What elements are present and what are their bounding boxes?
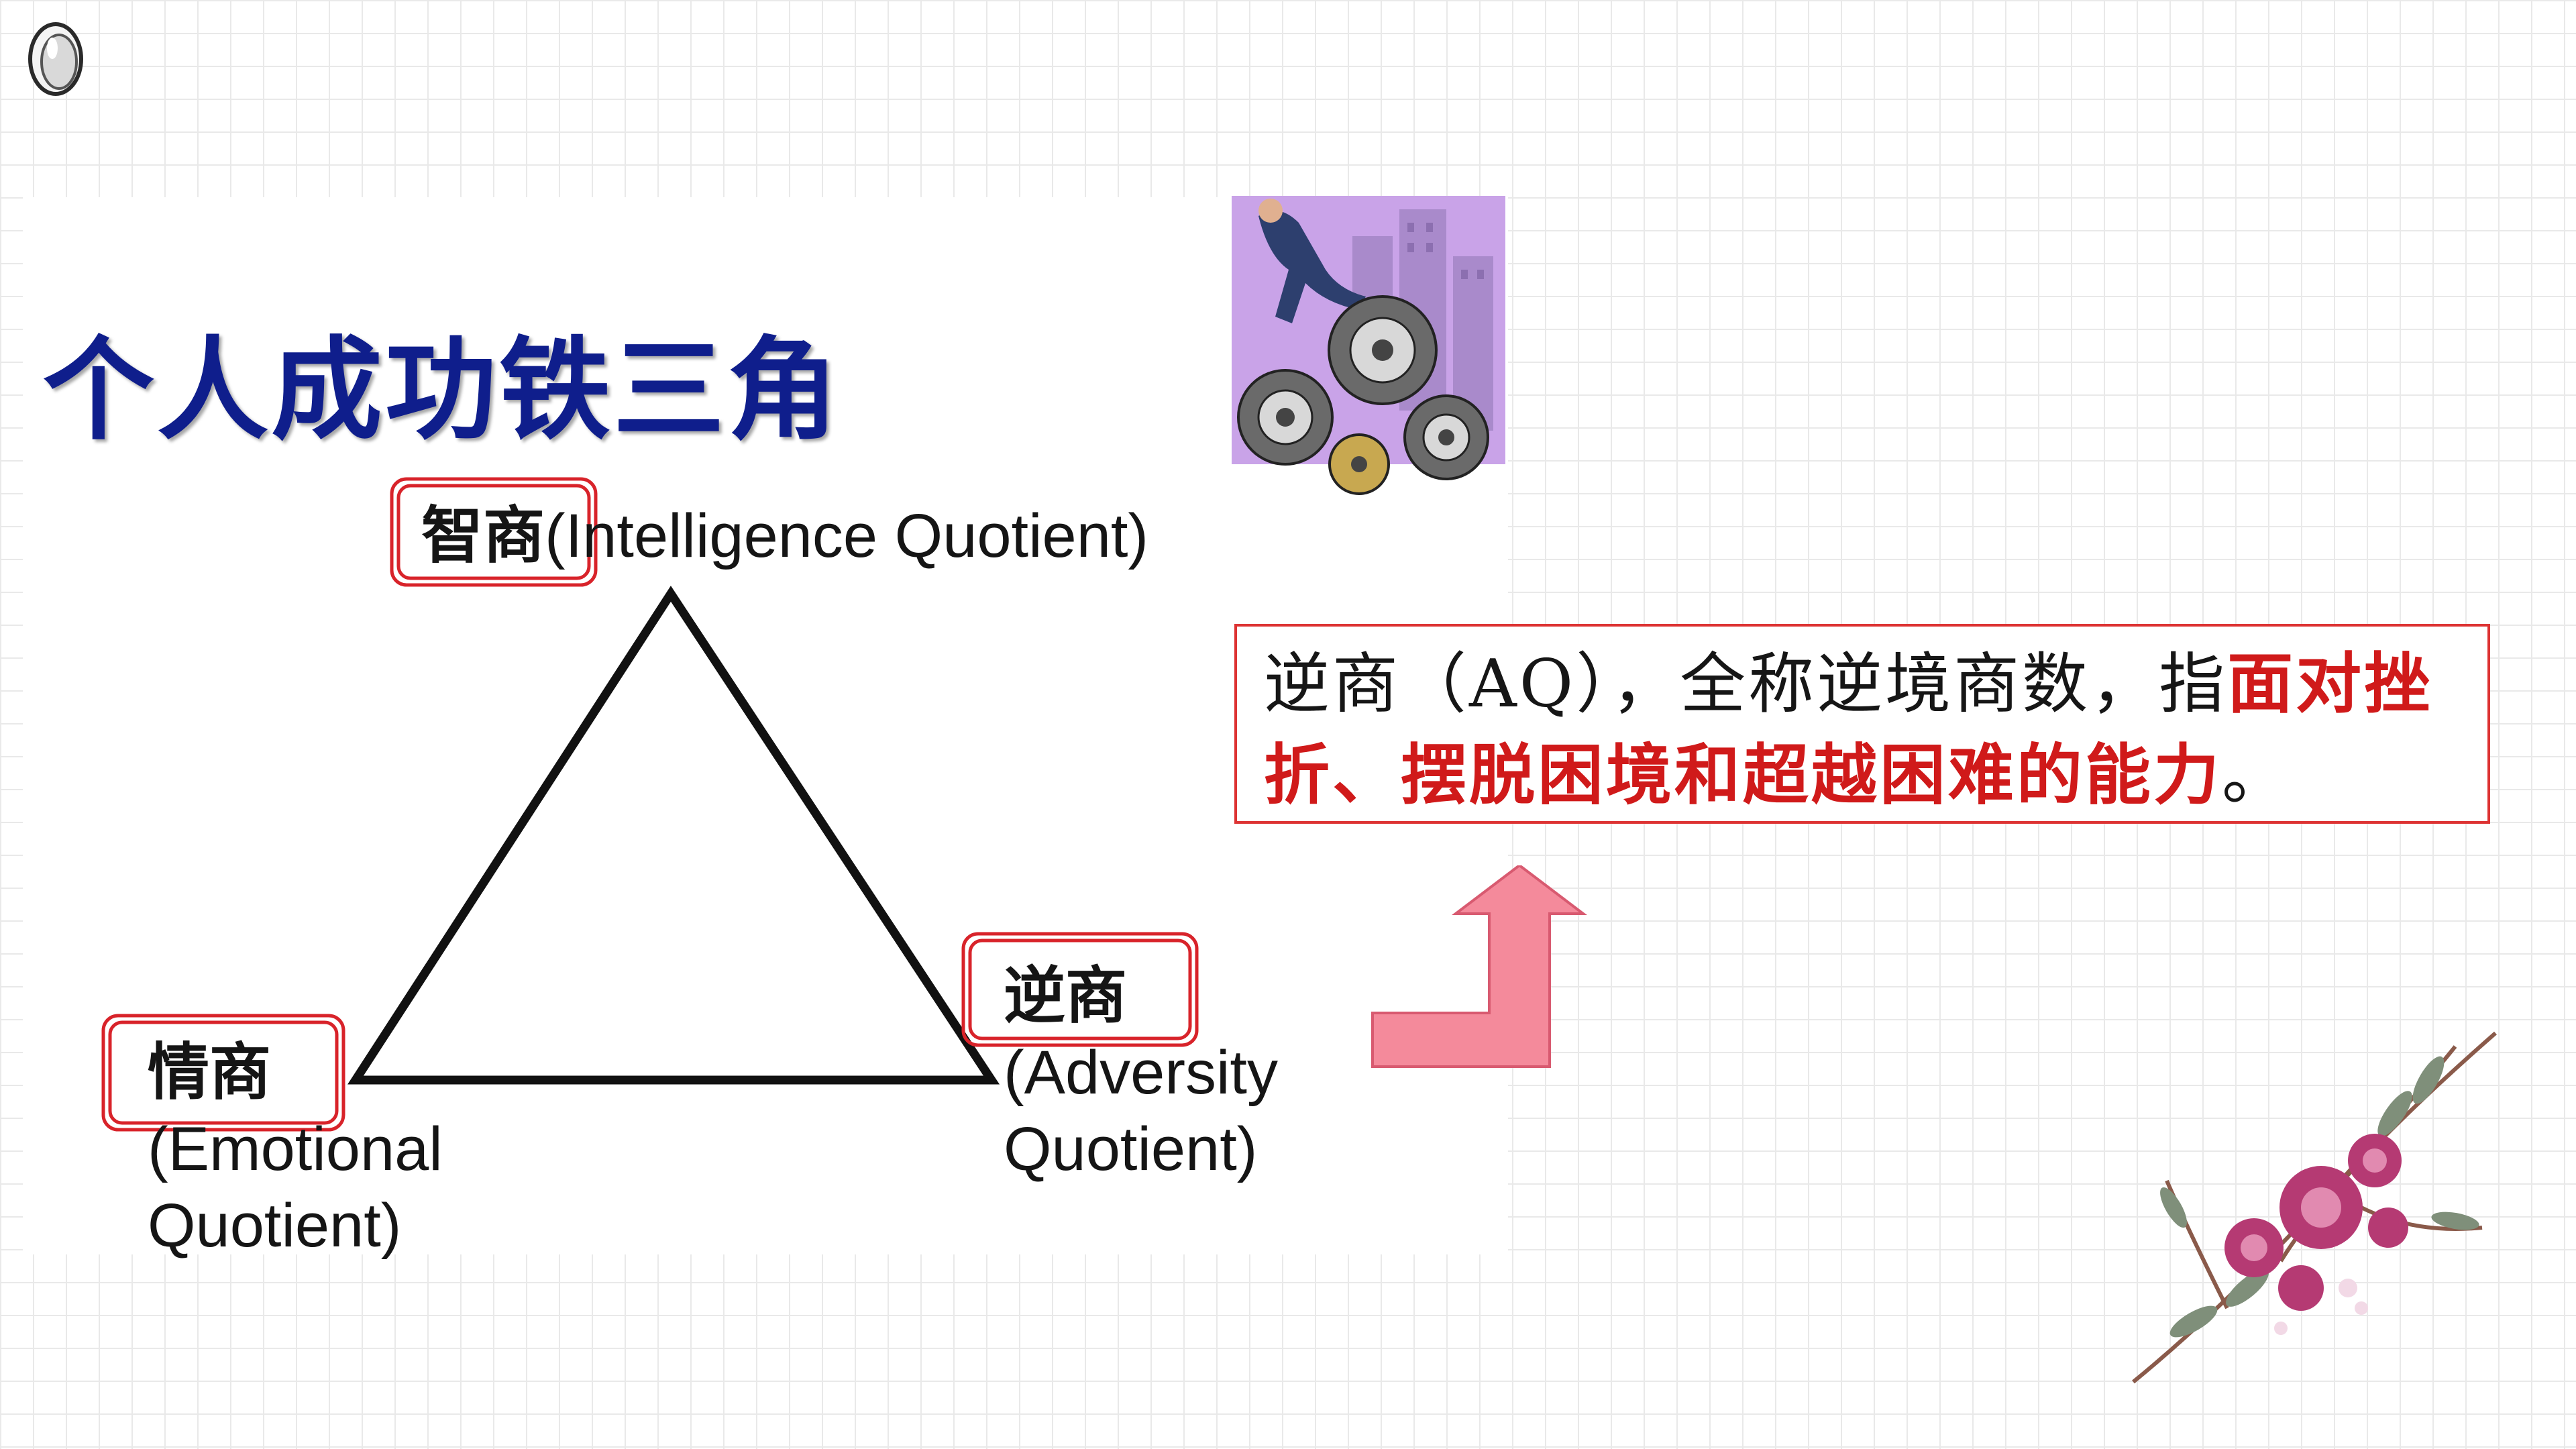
- eq-name: 情商: [148, 1036, 272, 1108]
- slide-title: 个人成功铁三角: [43, 326, 841, 455]
- aq-english-line1: (Adversity: [1004, 1038, 1278, 1107]
- iq-english: (Intelligence Quotient): [545, 502, 1149, 570]
- aq-label: 逆商 (Adversity Quotient): [1004, 958, 1278, 1187]
- eq-english-line2: Quotient): [148, 1191, 402, 1260]
- definition-text: 逆商（AQ），全称逆境商数，指面对挫折、摆脱困境和超越困难的能力。: [1264, 639, 2471, 821]
- definition-highlight: 面对挫折、摆脱困境和超越困难的能力: [1264, 645, 2433, 814]
- iq-name: 智商: [421, 500, 545, 572]
- lens-icon: [28, 22, 83, 96]
- iq-label: 智商(Intelligence Quotient): [421, 498, 1148, 574]
- aq-english-line2: Quotient): [1004, 1115, 1258, 1183]
- definition-plain: 逆商（AQ），全称逆境商数，指: [1264, 646, 2228, 722]
- gears-icon: [1232, 196, 1505, 495]
- flower-icon: [2132, 1031, 2497, 1384]
- eq-label: 情商 (Emotional Quotient): [148, 1034, 443, 1264]
- aq-name: 逆商: [1004, 960, 1128, 1032]
- up-arrow-icon: [1371, 865, 1587, 1068]
- definition-box: 逆商（AQ），全称逆境商数，指面对挫折、摆脱困境和超越困难的能力。: [1234, 624, 2490, 824]
- definition-end: 。: [2222, 737, 2291, 814]
- eq-english-line1: (Emotional: [148, 1115, 443, 1183]
